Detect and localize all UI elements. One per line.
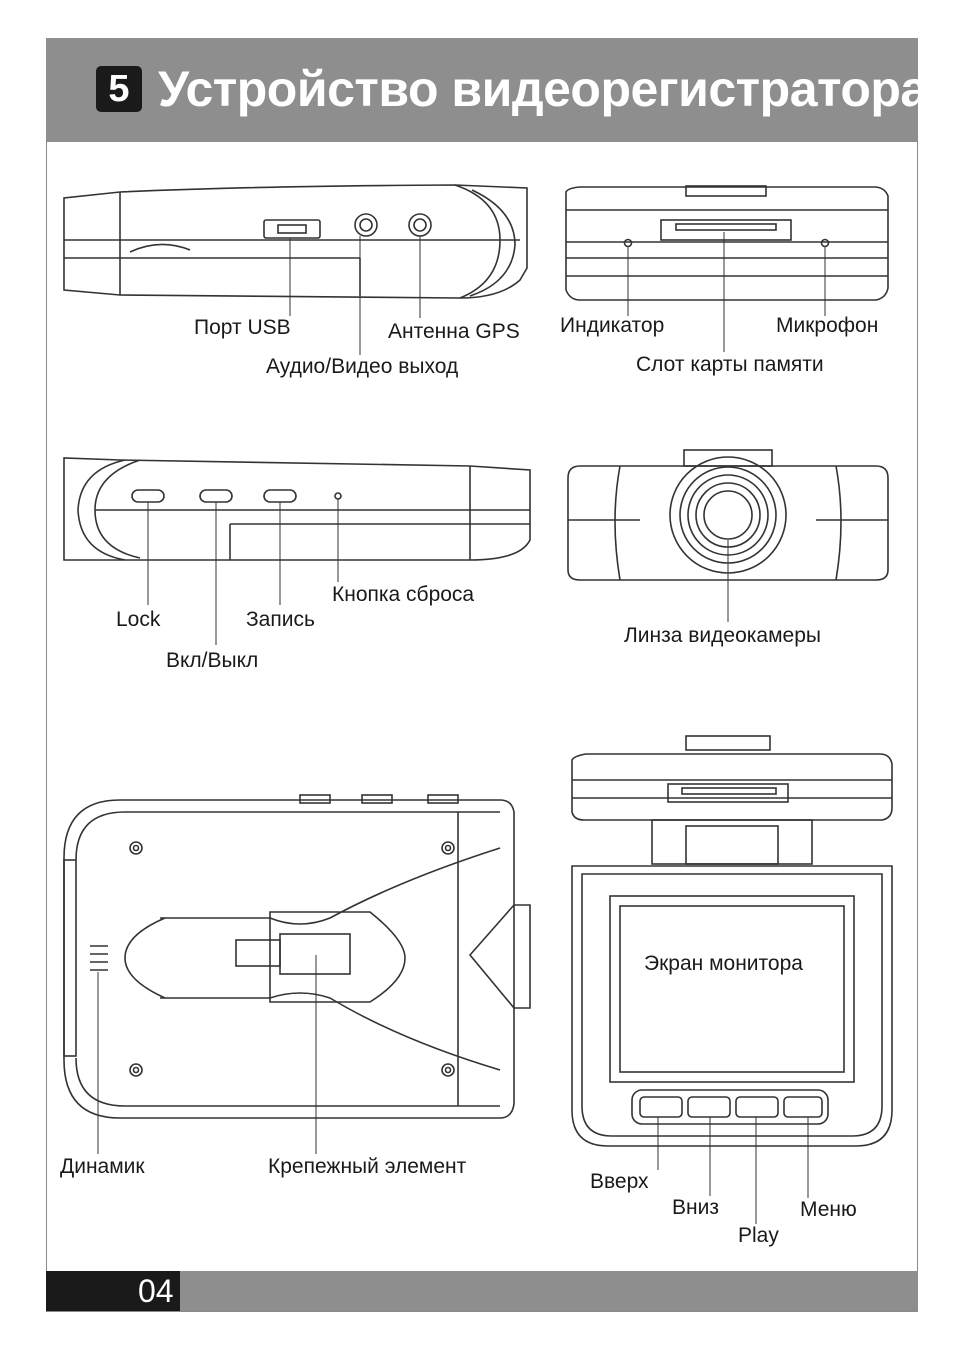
side-view-buttons [63,457,531,645]
label-mount: Крепежный элемент [268,1155,467,1178]
header-bar [46,38,918,142]
top-view-card-slot [565,185,889,352]
back-view-mount [63,794,531,1154]
label-down: Вниз [672,1196,719,1219]
screen-view [571,735,893,1224]
footer-bar [46,1271,918,1311]
label-lock: Lock [116,608,161,631]
label-screen: Экран монитора [644,952,803,975]
label-microphone: Микрофон [776,314,879,337]
label-reset-button: Кнопка сброса [332,583,475,606]
section-number-badge: 5 [96,66,142,112]
label-lens: Линза видеокамеры [624,624,821,647]
label-gps-antenna: Антенна GPS [388,320,520,343]
label-speaker: Динамик [60,1155,145,1178]
label-usb-port: Порт USB [194,316,291,339]
label-indicator: Индикатор [560,314,665,337]
label-record: Запись [246,608,315,631]
label-up: Вверх [590,1170,649,1193]
side-view-ports [63,184,528,355]
label-menu: Меню [800,1198,857,1221]
label-play: Play [738,1224,779,1247]
page-title: Устройство видеорегистратора [158,61,928,117]
label-av-out: Аудио/Видео выход [266,355,459,378]
page-number: 04 [138,1273,174,1309]
page-number-box [46,1271,180,1311]
front-view-lens [567,449,889,622]
label-card-slot: Слот карты памяти [636,353,824,376]
label-power: Вкл/Выкл [166,649,259,672]
